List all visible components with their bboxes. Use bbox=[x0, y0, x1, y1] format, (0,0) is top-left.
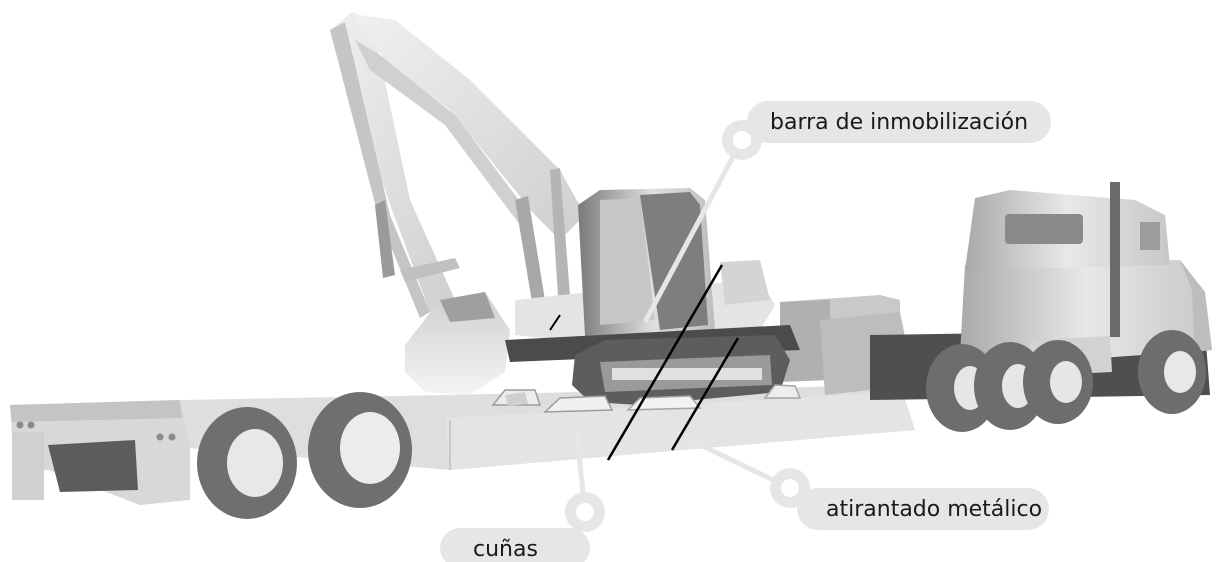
callout-cunas: cuñas bbox=[440, 419, 605, 562]
callout-barra: barra de inmobilización bbox=[642, 101, 1051, 324]
wedge-chocks bbox=[491, 384, 802, 413]
truck-illustration bbox=[870, 182, 1212, 432]
callout-atirantado: atirantado metálico bbox=[688, 437, 1049, 530]
excavator-illustration bbox=[330, 12, 800, 405]
callout-barra-label: barra de inmobilización bbox=[770, 110, 1028, 135]
trailer-wheel-rear bbox=[308, 392, 412, 508]
trailer-wheel-front bbox=[197, 407, 297, 519]
callout-cunas-label: cuñas bbox=[473, 537, 538, 562]
truck-wheel-3 bbox=[1023, 340, 1093, 424]
truck-wheel-front bbox=[1138, 330, 1206, 414]
callout-atirantado-label: atirantado metálico bbox=[826, 497, 1042, 522]
metal-tie-down-lines bbox=[549, 264, 740, 461]
